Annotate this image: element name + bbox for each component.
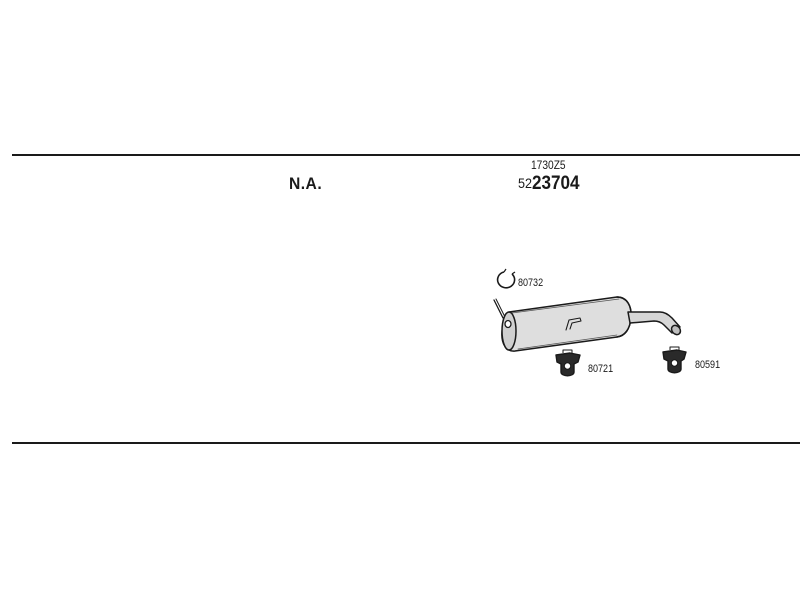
part-label-clamp: 80732 xyxy=(518,277,544,289)
part-label-hanger-front: 80721 xyxy=(588,363,614,375)
part-number-main: 23704 xyxy=(532,173,580,194)
top-divider xyxy=(12,154,800,156)
clamp-ring-icon xyxy=(496,268,516,289)
rear-silencer-icon xyxy=(493,296,682,352)
bottom-divider xyxy=(12,442,800,444)
part-number: 5223704 xyxy=(518,173,580,195)
part-label-hanger-rear: 80591 xyxy=(695,359,721,371)
rubber-hanger-icon xyxy=(662,346,687,374)
reference-code: 1730Z5 xyxy=(531,158,566,172)
not-available-label: N.A. xyxy=(289,174,323,193)
part-number-prefix: 52 xyxy=(518,175,533,191)
rubber-hanger-icon xyxy=(555,349,581,377)
